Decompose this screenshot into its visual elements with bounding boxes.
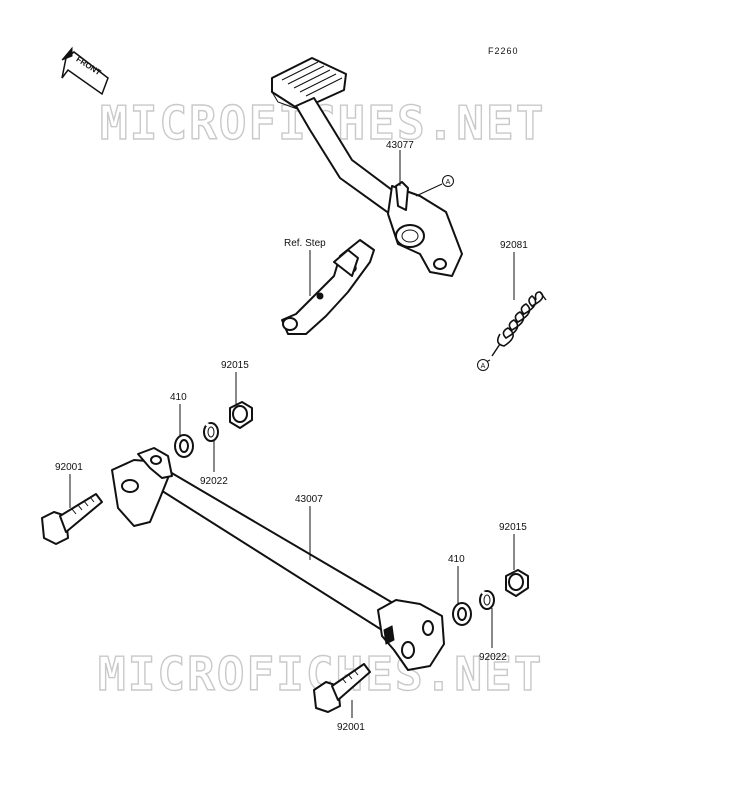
label-rod: 43007 <box>295 494 323 505</box>
label-bolt-bottom: 92001 <box>337 722 365 733</box>
marker-a-top: A <box>446 179 451 186</box>
label-nut-lower: 92015 <box>499 522 527 533</box>
lockwasher-lower <box>479 590 495 610</box>
label-spring: 92081 <box>500 240 528 251</box>
label-nut-upper: 92015 <box>221 360 249 371</box>
label-washer-upper: 410 <box>170 392 187 403</box>
bolt-bottom <box>313 663 371 713</box>
bolt-left <box>41 493 103 545</box>
figure-code: F2260 <box>488 46 519 56</box>
front-arrow-icon: FRONT <box>61 46 109 96</box>
marker-a-bottom: A <box>481 363 486 370</box>
brake-rod <box>111 447 445 671</box>
return-spring <box>491 291 547 357</box>
nut-upper <box>229 401 253 429</box>
label-lockwasher-lower: 92022 <box>479 652 507 663</box>
label-lockwasher-upper: 92022 <box>200 476 228 487</box>
brake-pedal <box>271 57 463 277</box>
label-bolt-left: 92001 <box>55 462 83 473</box>
washer-upper <box>174 434 194 458</box>
lockwasher-upper <box>203 422 219 442</box>
label-ref-step: Ref. Step <box>284 238 326 249</box>
nut-lower <box>505 569 529 597</box>
reference-step-bracket <box>281 239 375 335</box>
label-pedal: 43077 <box>386 140 414 151</box>
washer-lower <box>452 602 472 626</box>
label-washer-lower: 410 <box>448 554 465 565</box>
